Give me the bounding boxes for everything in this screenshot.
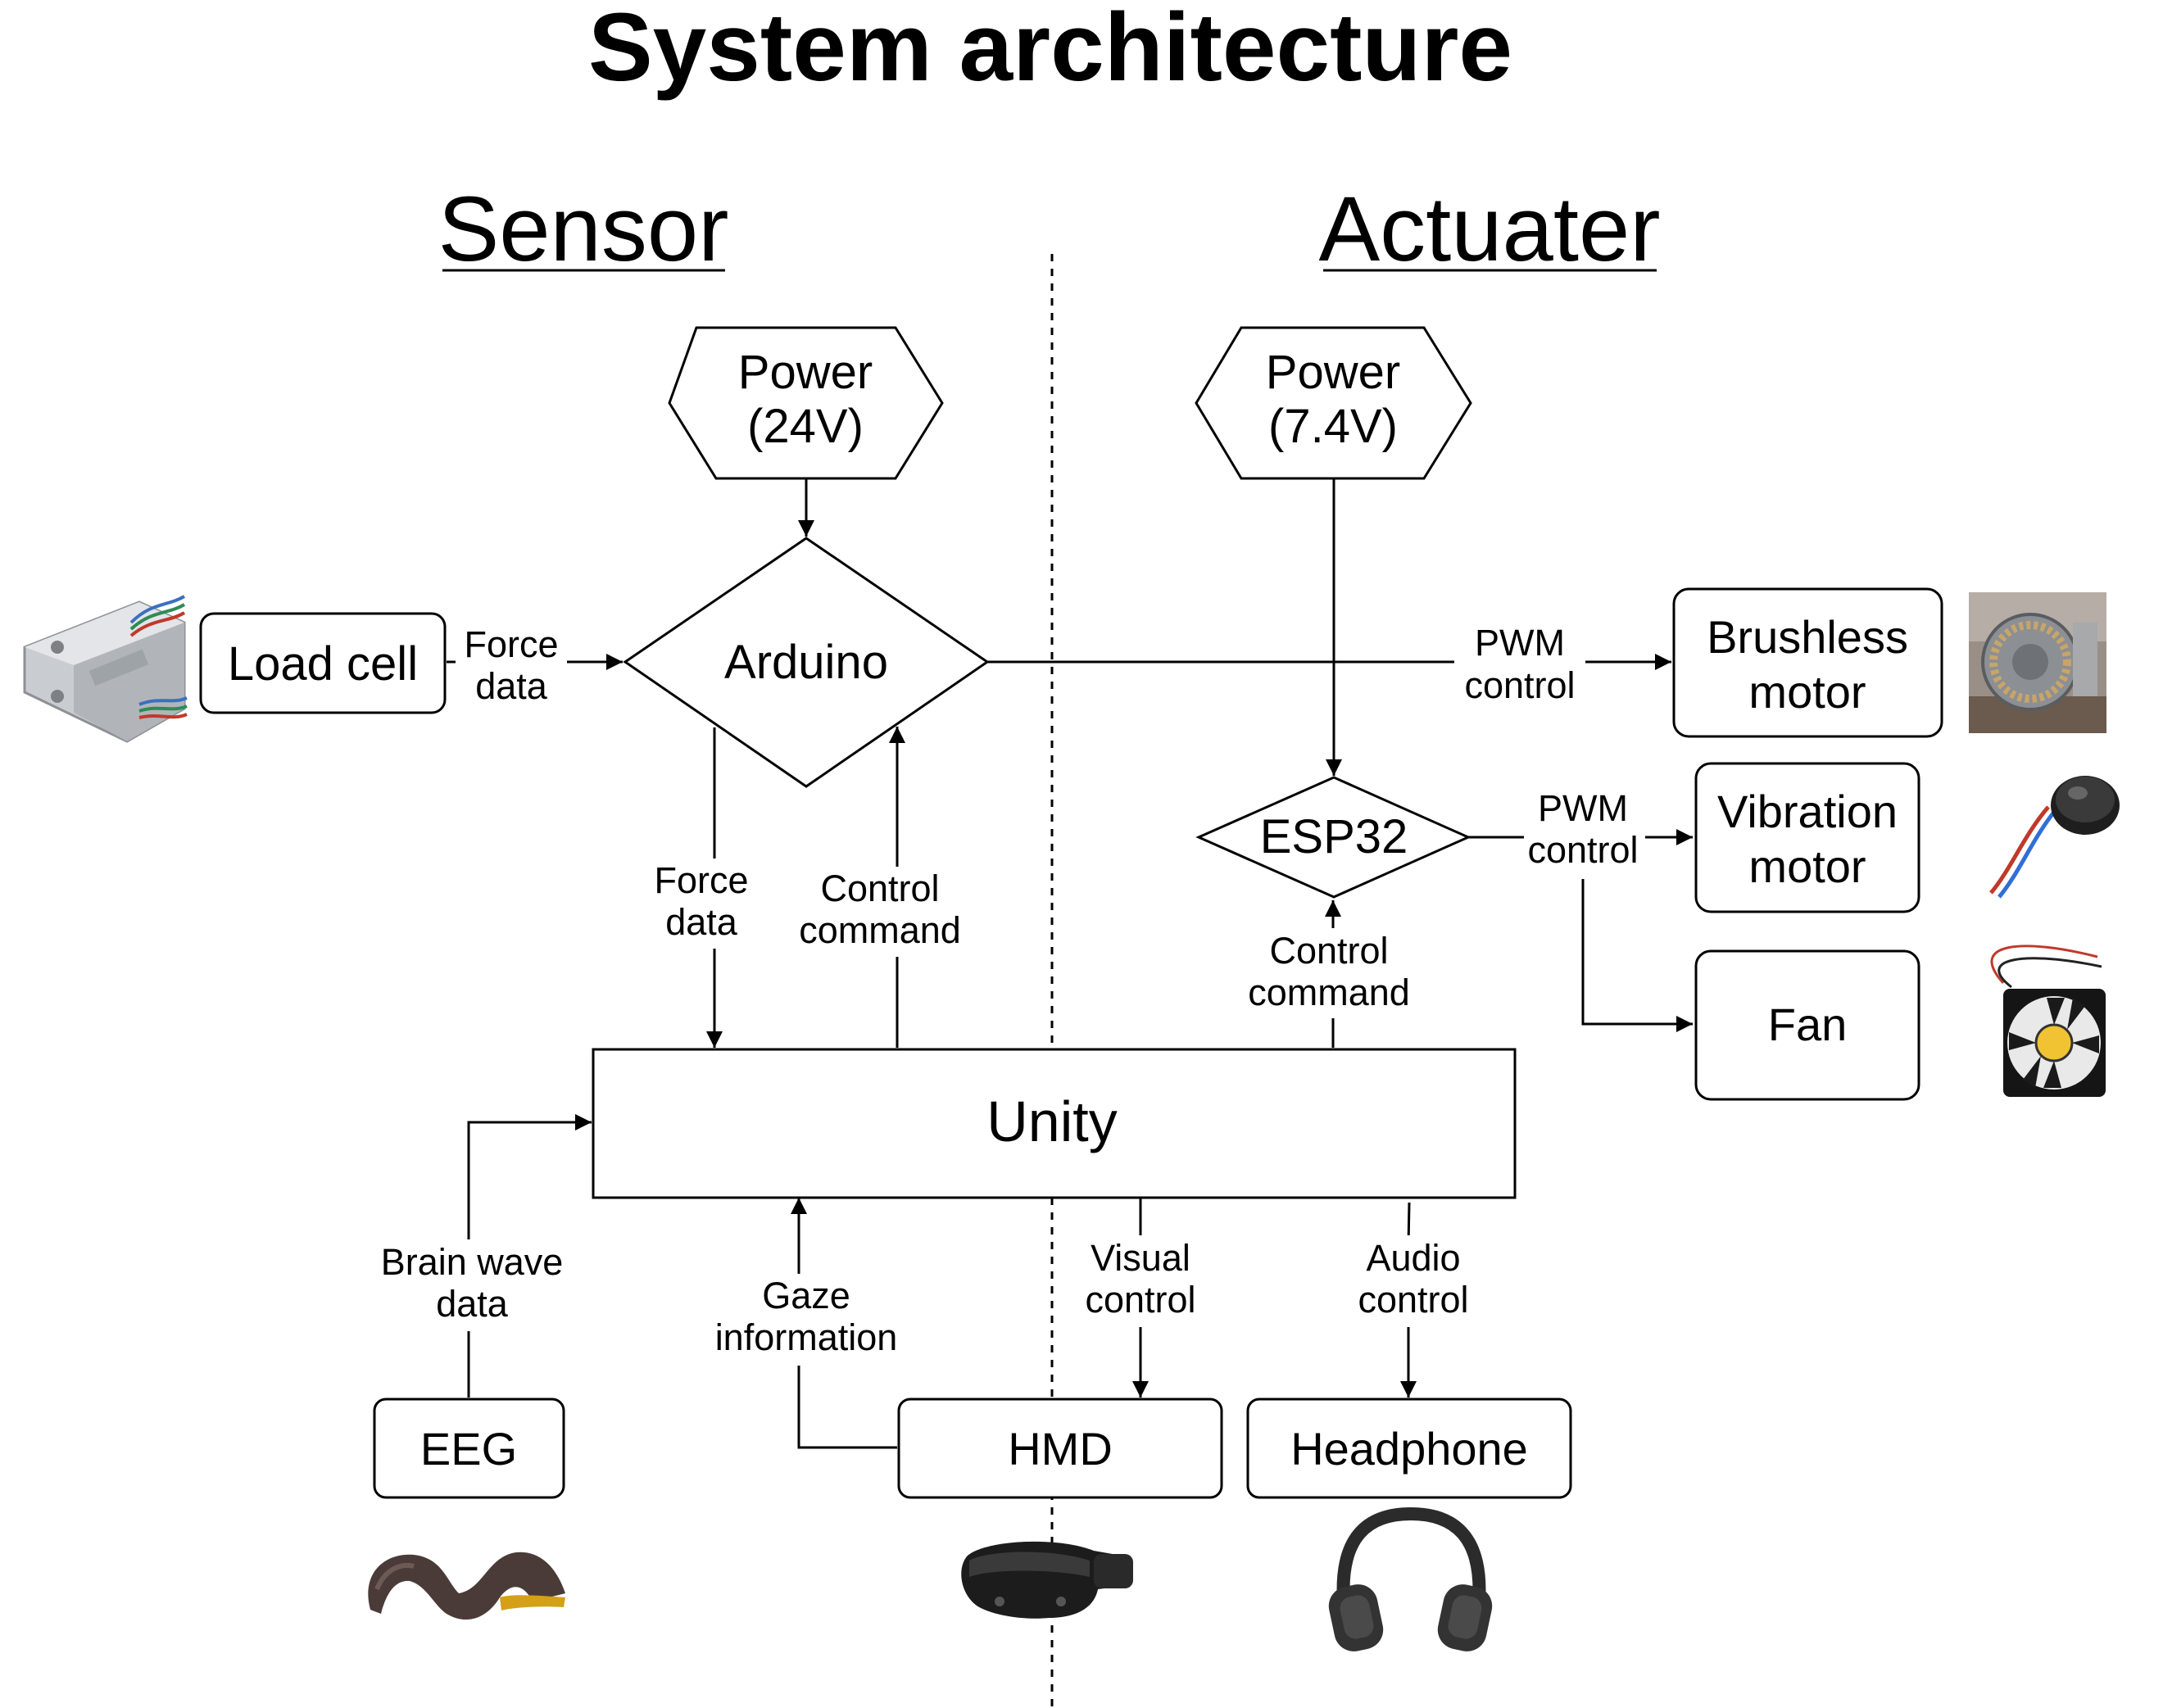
hmd-label: HMD: [1008, 1423, 1113, 1475]
gaze-label-line1: Gaze: [762, 1275, 850, 1316]
sensor-heading: Sensor: [438, 178, 729, 280]
load-cell-node: [199, 612, 447, 714]
pwm-vibration-label-line1: PWM: [1538, 787, 1628, 829]
pwm-vibration-label-line2: control: [1527, 829, 1638, 871]
headphone-label: Headphone: [1290, 1423, 1528, 1475]
eeg-headband-photo-icon: [368, 1552, 565, 1620]
arduino-force-label-bg: [647, 859, 754, 949]
vibration-motor-photo-icon: [1989, 776, 2120, 899]
arduino-control-label-bg: [795, 867, 967, 957]
power-7v4-label-line2: (7.4V): [1268, 400, 1398, 453]
pwm-brushless-label-line1: PWM: [1475, 622, 1565, 664]
power-24v-node: [668, 326, 944, 480]
esp32-control-label-line1: Control: [1269, 930, 1388, 972]
power-7v4-label-line1: Power: [1266, 346, 1400, 399]
arduino-force-label-line2: data: [665, 901, 738, 943]
vibration-motor-label-line1: Vibration: [1717, 786, 1898, 837]
vibration-motor-label-line2: motor: [1748, 840, 1866, 892]
brushless-motor-label-line1: Brushless: [1707, 611, 1908, 663]
arduino-control-label-line2: command: [799, 909, 961, 951]
pwm-vibration-label-bg: [1524, 789, 1645, 879]
actuator-heading: Actuater: [1318, 178, 1660, 280]
fan-node: [1694, 949, 1920, 1101]
arduino-force-label-line1: Force: [654, 859, 748, 901]
esp32-control-label-bg: [1241, 928, 1417, 1018]
brushless-motor-label-line2: motor: [1748, 666, 1866, 718]
esp32-label: ESP32: [1260, 810, 1408, 863]
page-title: System architecture: [588, 0, 1512, 102]
load-cell-label: Load cell: [228, 637, 418, 691]
unity-label: Unity: [986, 1090, 1117, 1153]
hmd-headset-photo-icon: [961, 1541, 1133, 1619]
visual-label-line2: control: [1085, 1279, 1195, 1321]
brain-wave-label-line2: data: [436, 1283, 509, 1325]
loadcell-force-label-line2: data: [475, 665, 548, 707]
gaze-label-bg: [714, 1274, 896, 1366]
gaze-label-line2: information: [715, 1316, 898, 1358]
visual-label-line1: Visual: [1091, 1237, 1190, 1279]
power-24v-label-line1: Power: [738, 346, 873, 399]
pwm-brushless-label-line2: control: [1464, 664, 1575, 706]
fan-label: Fan: [1768, 999, 1848, 1050]
headphone-node: [1246, 1398, 1572, 1499]
vibration-motor-node: [1694, 762, 1920, 913]
loadcell-force-label-line1: Force: [464, 623, 558, 665]
hmd-node: [897, 1398, 1223, 1499]
load-cell-photo-icon: [23, 595, 188, 743]
pwm-brushless-label-bg: [1454, 619, 1585, 709]
esp32-node: [1195, 776, 1471, 899]
audio-label-line2: control: [1358, 1279, 1468, 1321]
visual-label-bg: [1083, 1235, 1198, 1327]
arduino-label: Arduino: [724, 636, 888, 689]
audio-label-bg: [1356, 1235, 1471, 1327]
eeg-label: EEG: [420, 1423, 517, 1475]
power-7v4-node: [1195, 326, 1472, 480]
esp32-to-fan-arrow: [1581, 837, 1693, 1032]
brain-wave-label-line1: Brain wave: [381, 1241, 564, 1283]
fan-photo-icon: [1990, 945, 2106, 1097]
eeg-node: [373, 1398, 565, 1499]
brushless-motor-node: [1672, 587, 1943, 738]
brushless-motor-photo-icon: [1969, 592, 2106, 733]
esp32-control-label-line2: command: [1248, 972, 1410, 1013]
audio-label-line1: Audio: [1366, 1237, 1460, 1279]
brain-wave-label-bg: [377, 1239, 561, 1331]
loadcell-force-label-bg: [456, 621, 567, 711]
headphone-photo-icon: [1328, 1506, 1493, 1651]
power-24v-label-line2: (24V): [747, 400, 864, 453]
arduino-node: [623, 537, 990, 788]
arduino-control-label-line1: Control: [820, 868, 939, 909]
unity-node: [592, 1048, 1517, 1199]
